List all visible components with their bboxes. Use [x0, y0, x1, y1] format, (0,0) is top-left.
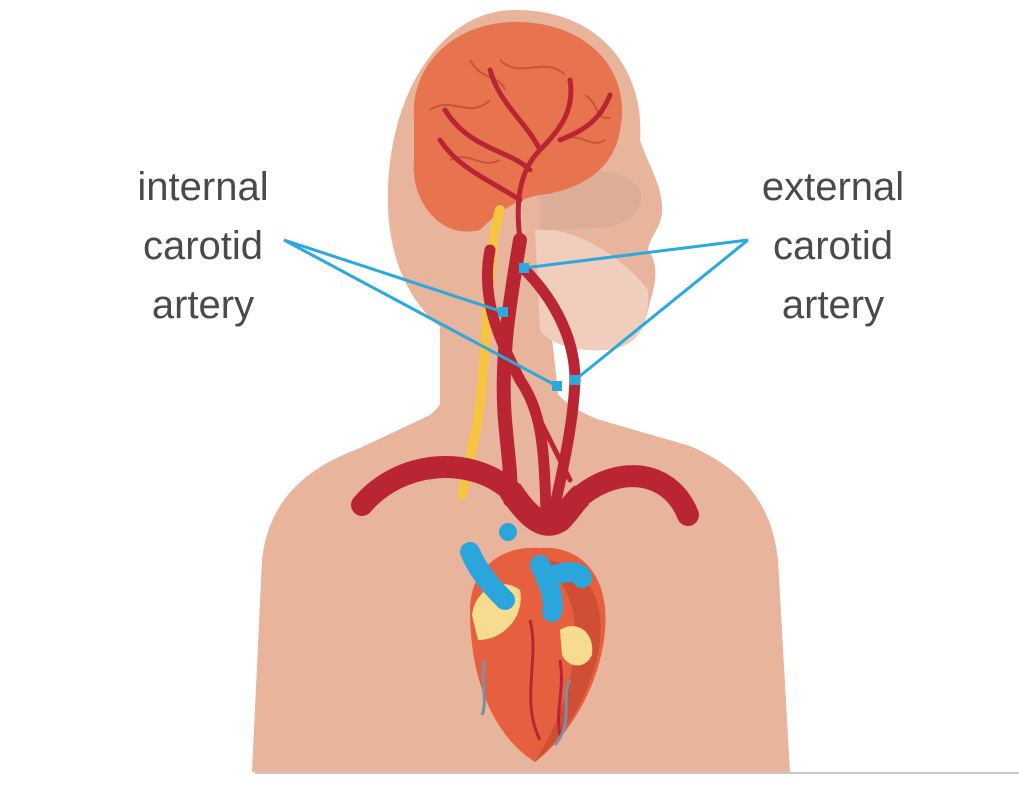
internal-label-line-1: internal [118, 158, 288, 217]
external-label-line-1: external [748, 158, 918, 217]
internal-label-line-2: carotid [118, 217, 288, 276]
internal-carotid-label: internal carotid artery [118, 158, 288, 335]
external-carotid-label: external carotid artery [748, 158, 918, 335]
internal-label-line-3: artery [118, 276, 288, 335]
vein-top [499, 523, 517, 541]
external-label-line-2: carotid [748, 217, 918, 276]
external-label-line-3: artery [748, 276, 918, 335]
